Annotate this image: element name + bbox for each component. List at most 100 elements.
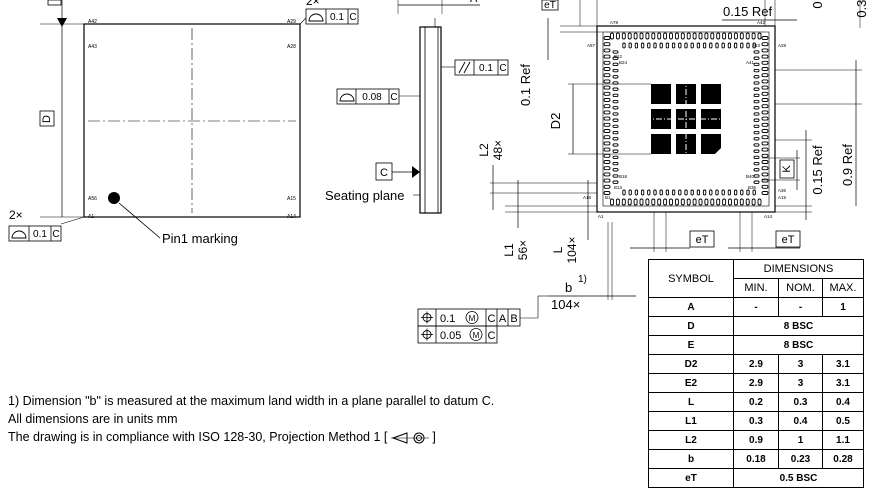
pad [753,130,760,135]
table-cell: E2 [648,373,734,393]
bottom-outline [596,25,776,213]
pad [733,189,738,196]
pad [761,48,769,53]
table-cell: 0.23 [778,449,823,469]
tolerance-value: 0.05 [440,330,461,342]
pad [612,137,619,141]
dim-a-label: A [470,0,478,5]
et-right-label: eT [782,234,795,246]
dim-l2-label: L2 [477,143,491,157]
pad [640,42,645,49]
pad [761,153,769,158]
pad [603,60,611,65]
pad [634,189,639,196]
pad [603,166,611,171]
pad [753,161,760,166]
note-compliance: The drawing is in compliance with ISO 12… [8,430,436,445]
pad [727,42,732,49]
datum-ref: C [349,12,356,23]
pad [698,32,703,40]
projection-method-icon [390,431,429,444]
pad [651,198,656,206]
pad [761,116,769,121]
pad [761,122,769,127]
pad [612,68,619,73]
pad [761,184,769,189]
pad [628,189,632,196]
pad [710,198,715,206]
ref-right-label: 0.15 Ref [810,145,825,195]
dim-b-note: 1) [578,274,587,285]
pad [671,189,676,196]
profile-frame: 0.08 C [336,88,400,105]
datum-ref: C [488,330,496,342]
corner-label: A43 [88,44,97,50]
pad [753,143,760,147]
pad [740,189,744,196]
pin-label: A1 [598,214,604,219]
package-side [419,26,442,214]
corner-label: A15 [287,196,296,202]
pad [612,149,619,153]
table-cell: 0.18 [733,449,779,469]
pad [627,32,632,40]
table-cell: 8 BSC [733,335,864,355]
pad [653,189,657,196]
pin-label: B18 [619,174,628,179]
pad [752,42,756,49]
pad [674,198,679,206]
pad [739,32,744,40]
pad [728,32,732,40]
pad [603,104,611,109]
top-partial-box [47,0,62,6]
table-cell: 0.3 [778,392,823,412]
pad [612,75,619,79]
table-cell: L2 [648,430,734,450]
pad [745,32,750,40]
table-cell: D [648,316,734,336]
pad [752,189,756,196]
pad [657,198,662,206]
pad [678,42,682,49]
pad [603,54,611,59]
pad [669,198,673,206]
pad [603,172,611,177]
pad [761,141,769,146]
pad [722,198,727,206]
pad [751,198,756,206]
max-material-icon [465,311,479,324]
pad [702,42,707,49]
bottom-view: A79 A42 A43 B24 A57 A41 B13 B36 A16 B18 … [477,0,869,318]
pin-label: A43 [752,43,761,48]
pad [640,189,645,196]
pad [704,198,709,206]
pad [612,62,619,67]
table-cell: 0.3 [733,411,779,431]
pad [745,198,750,206]
pad [761,160,769,164]
pad [653,42,657,49]
pad [753,180,760,184]
pad [645,198,650,206]
pin-label: B40 [746,174,755,179]
note-compliance-tail: ] [432,430,436,444]
pad [603,85,611,90]
pad [680,198,685,206]
datum-ref: C [499,63,506,74]
pad [603,135,611,140]
pad [657,32,662,40]
pad [715,42,719,49]
pad [603,79,611,84]
table-cell: b [648,449,734,469]
pin-label: A41 [746,60,755,65]
header-min: MIN. [733,278,779,298]
datum-triangle [57,18,67,27]
pad [612,56,619,60]
pad [639,32,644,40]
pad [716,198,721,206]
